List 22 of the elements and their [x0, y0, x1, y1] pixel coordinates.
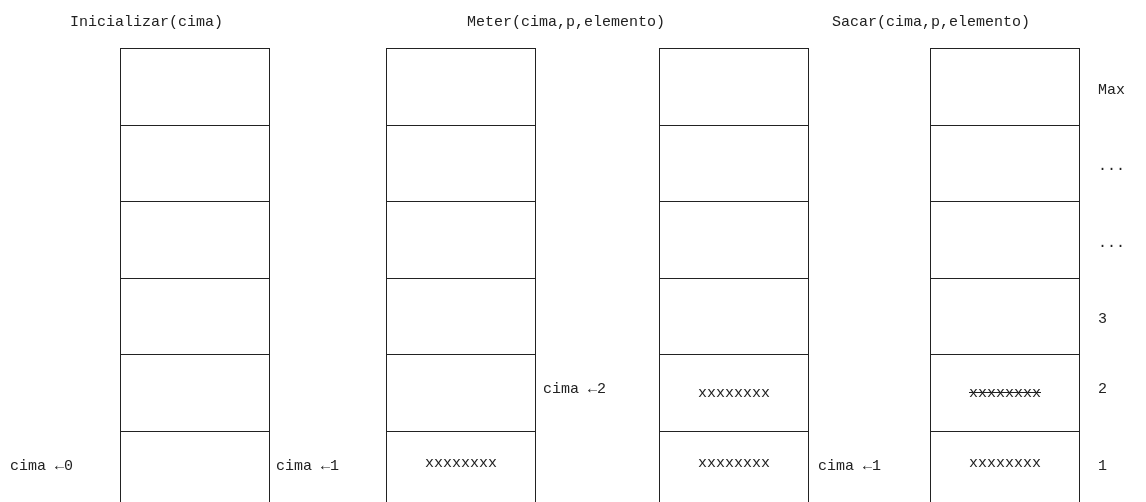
operation-title: Meter(cima,p,elemento) — [467, 14, 666, 31]
element-text: xxxxxxxx — [698, 455, 770, 473]
stack-column — [120, 48, 270, 502]
row-index: 3 — [1098, 311, 1107, 328]
element-text: xxxxxxxx — [698, 384, 770, 402]
top-pointer-label: cima ←1 — [818, 458, 881, 475]
top-pointer-label: cima ←2 — [543, 381, 606, 398]
stack-column — [659, 48, 809, 502]
stack-column — [386, 48, 536, 502]
row-index: Max — [1098, 82, 1125, 99]
row-index: 1 — [1098, 458, 1107, 475]
row-index: ... — [1098, 158, 1125, 175]
element-text: xxxxxxxx — [969, 455, 1041, 473]
top-pointer-label: cima ←0 — [10, 458, 73, 475]
operation-title: Sacar(cima,p,elemento) — [832, 14, 1031, 31]
top-pointer-label: cima ←1 — [276, 458, 339, 475]
stack-column — [930, 48, 1080, 502]
operation-title: Inicializar(cima) — [70, 14, 224, 31]
struck-element-text: xxxxxxxx — [969, 384, 1041, 402]
element-text: xxxxxxxx — [425, 455, 497, 473]
row-index: 2 — [1098, 381, 1107, 398]
row-index: ... — [1098, 235, 1125, 252]
